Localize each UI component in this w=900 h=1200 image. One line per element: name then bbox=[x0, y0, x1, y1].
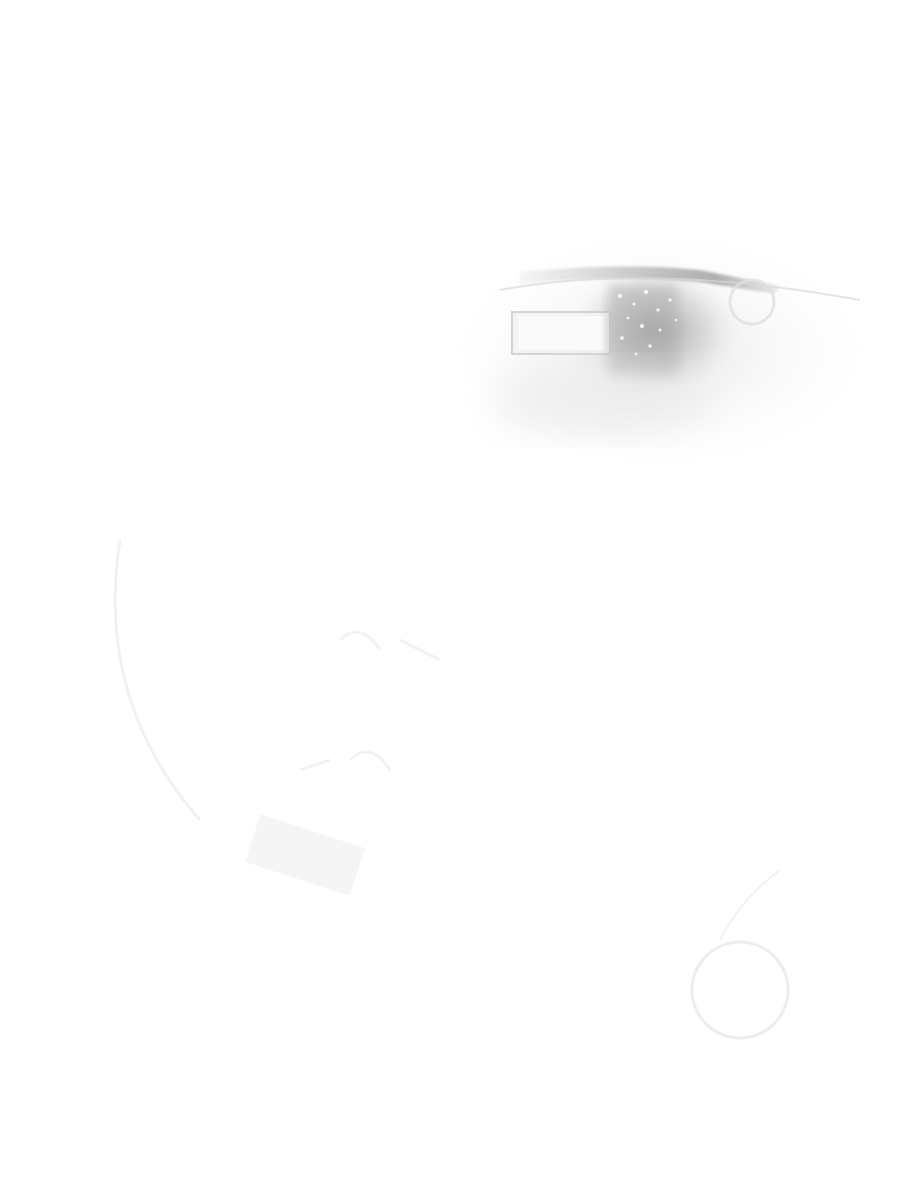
object-lower-haze bbox=[490, 360, 710, 440]
faint-large-arc bbox=[113, 539, 202, 821]
faint-tab bbox=[244, 814, 366, 896]
faint-ring-stem bbox=[719, 869, 781, 941]
object-speckled-strip bbox=[608, 285, 678, 375]
object-notch-inner bbox=[518, 316, 604, 350]
object-small-hole bbox=[728, 278, 776, 326]
object-edge-line bbox=[499, 277, 861, 301]
faint-ring bbox=[690, 940, 790, 1040]
speckle-texture bbox=[618, 290, 678, 356]
faint-embossed-marks bbox=[299, 630, 441, 772]
object-top-rim bbox=[520, 266, 780, 294]
